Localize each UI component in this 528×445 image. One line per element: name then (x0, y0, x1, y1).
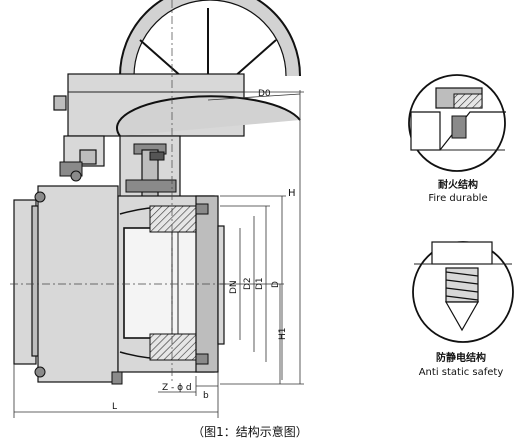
label-h1: H1 (278, 328, 288, 341)
fire-durable-detail: 耐火结构 Fire durable (408, 74, 506, 204)
label-d0: D0 (258, 89, 271, 99)
dimension-lines (13, 90, 304, 418)
fire-title-cn: 耐火结构 (438, 178, 478, 191)
figure-caption: （图1：结构示意图） (192, 424, 308, 439)
fire-title-en: Fire durable (428, 193, 487, 204)
main-valve-section: D0 H H1 DN D2 D1 D Z - ϕ d b L (10, 0, 304, 418)
label-b: b (203, 391, 209, 401)
left-flange (13, 170, 119, 383)
label-zd: Z - ϕ d (162, 383, 192, 393)
antistatic-title-en: Anti static safety (419, 367, 504, 378)
label-dn: DN (229, 280, 239, 294)
label-d: D (271, 281, 281, 288)
anti-static-detail: 防静电结构 Anti static safety (412, 241, 514, 378)
gearbox (53, 73, 301, 177)
label-d1: D1 (255, 277, 265, 290)
antistatic-title-cn: 防静电结构 (436, 351, 486, 364)
label-h: H (288, 188, 296, 199)
label-d2: D2 (243, 277, 253, 290)
label-l: L (112, 402, 117, 412)
